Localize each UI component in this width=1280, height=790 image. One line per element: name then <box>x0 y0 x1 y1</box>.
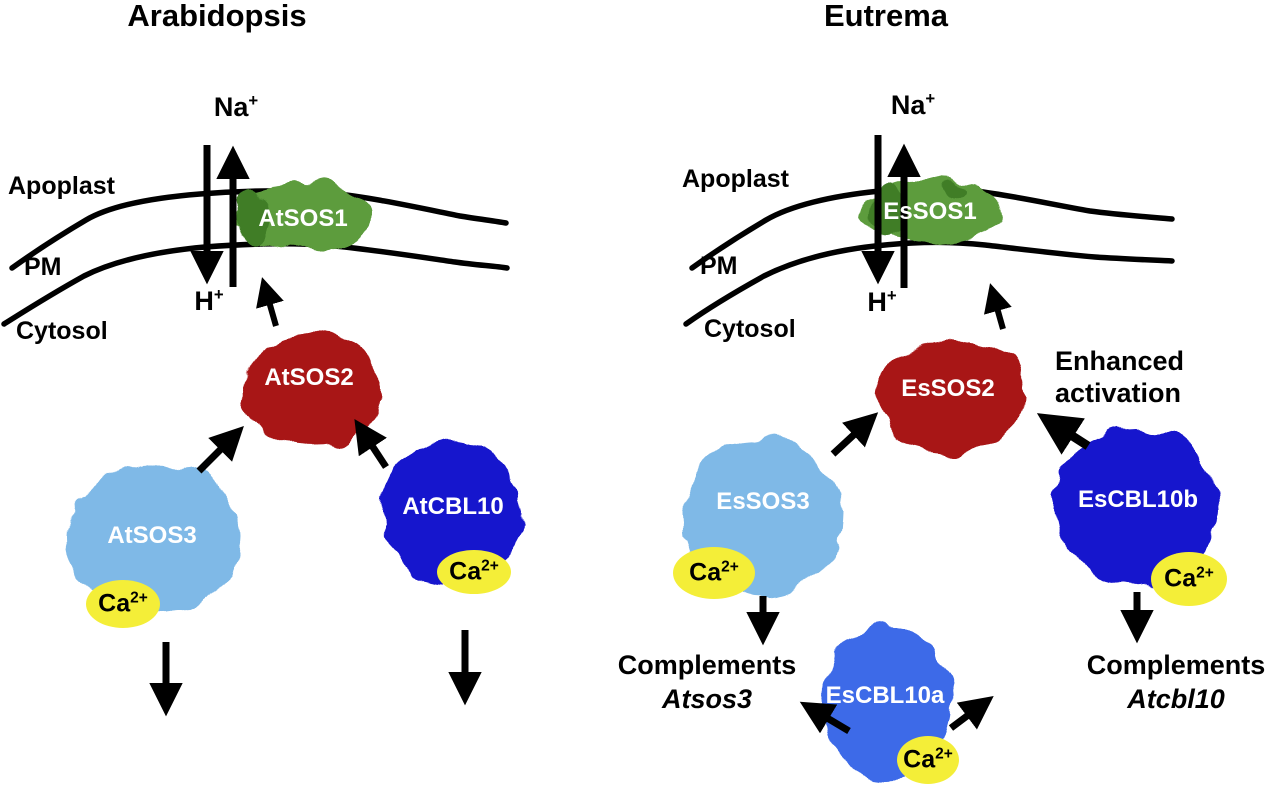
membrane-inner-line-left <box>1 241 510 327</box>
essos3-label: EsSOS3 <box>716 488 810 515</box>
atcbl10-to-atsos2-arrow <box>354 418 389 469</box>
escbl10b-label: EsCBL10b <box>1077 486 1199 513</box>
essos1-label: EsSOS1 <box>883 198 977 225</box>
escbl10a-to-atsos3-arrow <box>799 701 851 735</box>
atsos2-label: AtSOS2 <box>264 364 354 391</box>
essos2-blob <box>874 341 1026 453</box>
atcbl10-label: AtCBL10 <box>402 493 504 520</box>
sodium-label-left: Na+ <box>214 92 258 121</box>
calcium-label-escbl10a: Ca2+ <box>903 745 953 774</box>
atsos1-blob <box>232 183 372 251</box>
atcbl10-blob <box>381 440 521 582</box>
essos3-to-essos2-arrow <box>830 412 879 457</box>
calcium-label-escbl10b: Ca2+ <box>1164 564 1214 593</box>
complements-word: Complements <box>617 650 797 680</box>
atsos2-blob <box>243 332 383 448</box>
atsos3-mutant-name: Atsos3 <box>661 684 753 715</box>
proton-charge: + <box>886 286 897 305</box>
pm-label-right: PM <box>700 252 738 280</box>
escbl10b-to-essos2-arrow <box>1036 413 1091 455</box>
enhanced-activation-note: Enhanced activation <box>1055 346 1185 408</box>
proton-label-left: H+ <box>194 286 223 315</box>
apoplast-label-left: Apoplast <box>8 172 115 200</box>
essos2-to-essos1-arrow <box>984 283 1012 330</box>
essos3-calcium-ellipse <box>673 547 755 599</box>
atcbl10-mutant-name: Atcbl10 <box>1127 684 1225 715</box>
cytosol-label-right: Cytosol <box>704 315 796 343</box>
panel-title-arabidopsis: Arabidopsis <box>127 0 307 33</box>
membrane-inner-line-right <box>683 239 1175 327</box>
calcium-label-essos3: Ca2+ <box>689 558 739 587</box>
atsos3-calcium-ellipse <box>86 580 160 628</box>
atsos1-label: AtSOS1 <box>258 205 348 232</box>
essos2-label: EsSOS2 <box>901 375 995 402</box>
proton-symbol: H <box>867 287 887 317</box>
panel-title-eutrema: Eutrema <box>823 0 949 33</box>
calcium-label-atsos3: Ca2+ <box>98 589 148 618</box>
sodium-charge: + <box>248 91 259 110</box>
escbl10a-to-atcbl10-arrow <box>948 695 994 731</box>
escbl10b-blob <box>1056 429 1218 587</box>
proton-symbol: H <box>194 286 214 316</box>
escbl10a-label: EsCBL10a <box>825 682 945 709</box>
atsos2-to-atsos1-arrow <box>256 277 284 327</box>
apoplast-label-right: Apoplast <box>682 165 789 193</box>
escbl10b-calcium-ellipse <box>1151 552 1227 606</box>
calcium-label-atcbl10: Ca2+ <box>449 557 499 586</box>
escbl10a-calcium-ellipse <box>897 736 959 784</box>
complements-word: Complements <box>1086 650 1266 680</box>
pm-label-left: PM <box>24 253 62 281</box>
atsos3-blob <box>67 464 241 616</box>
cytosol-label-left: Cytosol <box>16 317 108 345</box>
atsos3-label: AtSOS3 <box>107 522 197 549</box>
atsos3-to-atsos2-arrow <box>196 426 244 474</box>
atcbl10-calcium-ellipse <box>437 550 511 594</box>
sodium-symbol: Na <box>890 90 926 120</box>
proton-charge: + <box>213 285 224 304</box>
complements-atcbl10-note: Complements Atcbl10 <box>1087 648 1266 716</box>
complements-atsos3-note: Complements Atsos3 <box>618 648 797 716</box>
proton-label-right: H+ <box>867 287 896 316</box>
sodium-charge: + <box>925 89 936 108</box>
sodium-label-right: Na+ <box>891 90 935 119</box>
sodium-symbol: Na <box>213 92 249 122</box>
